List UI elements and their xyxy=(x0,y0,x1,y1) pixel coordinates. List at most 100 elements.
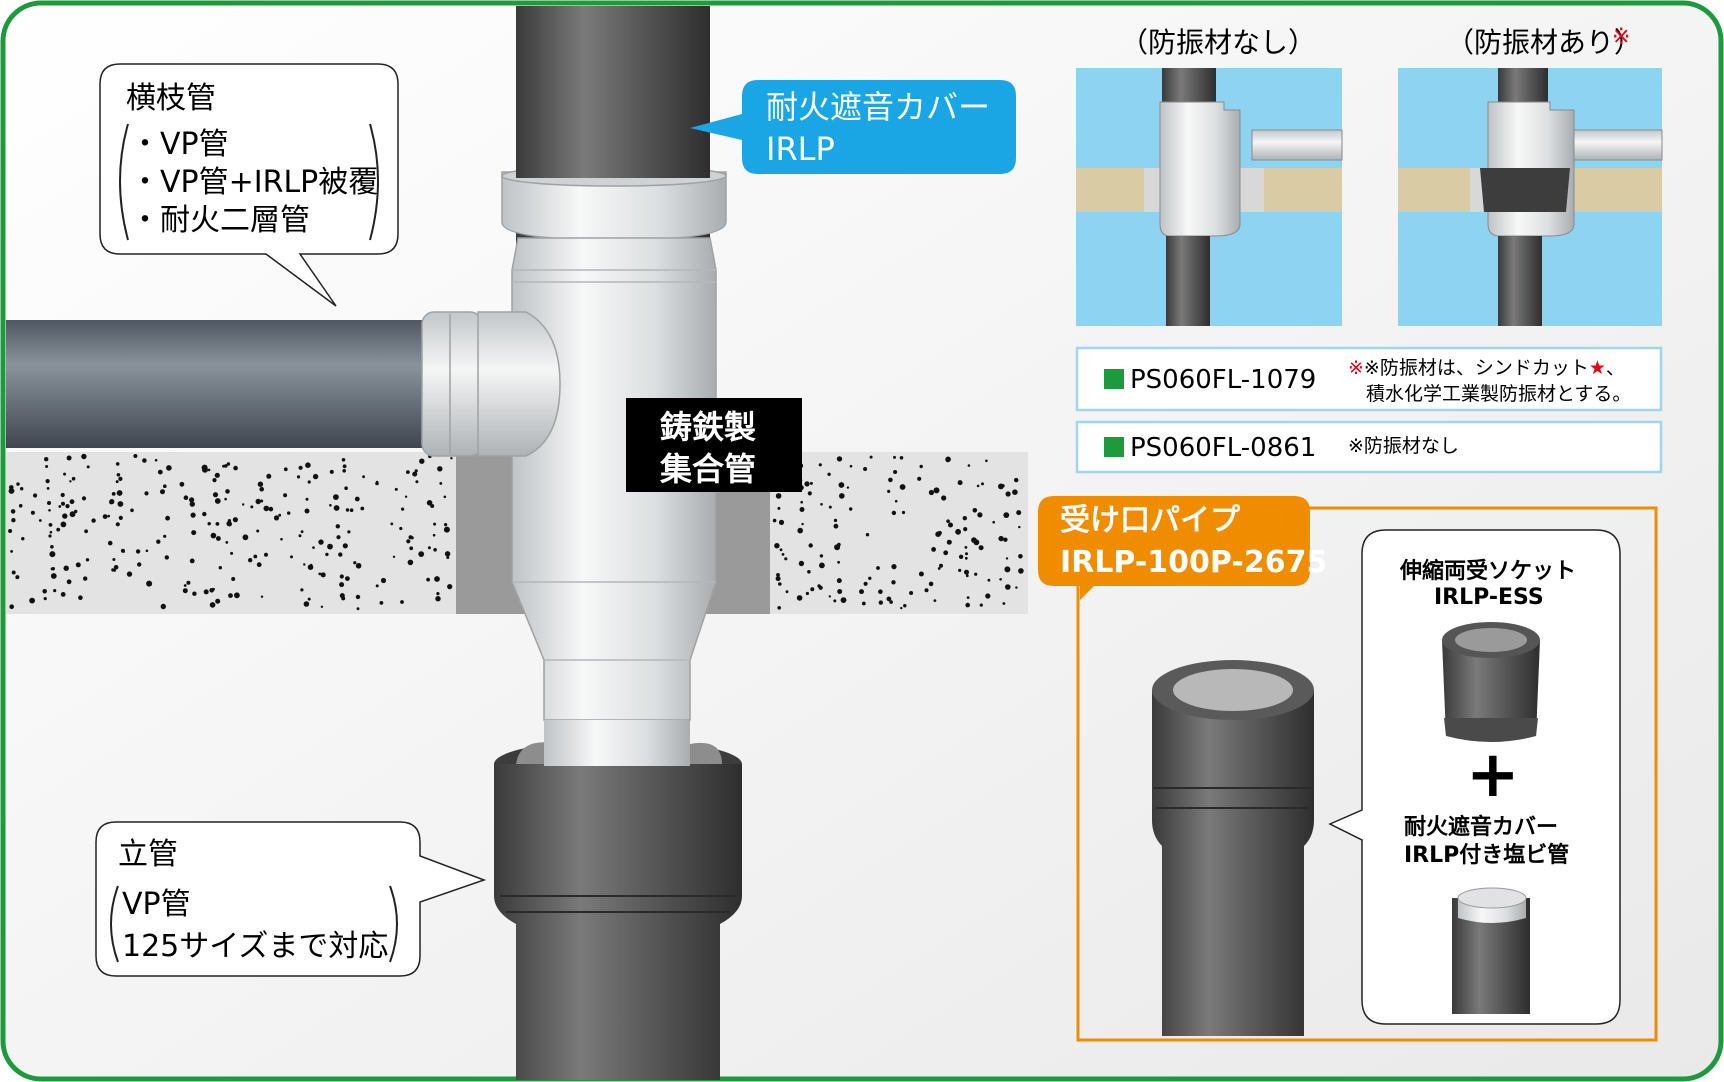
concrete-speckle xyxy=(273,515,280,521)
concrete-speckle xyxy=(122,549,125,553)
fire-cover-line-1: 耐火遮音カバー xyxy=(766,88,990,126)
plus-sign: + xyxy=(1466,738,1520,812)
concrete-speckle xyxy=(48,509,51,512)
concrete-speckle xyxy=(18,504,23,508)
concrete-speckle xyxy=(394,487,398,491)
concrete-speckle xyxy=(392,555,396,558)
concrete-speckle xyxy=(51,567,55,571)
concrete-speckle xyxy=(71,476,76,481)
concrete-speckle xyxy=(48,534,52,538)
concrete-speckle xyxy=(109,500,113,505)
concrete-speckle xyxy=(78,595,83,600)
branch-pipe-item-2: ・VP管+IRLP被覆 xyxy=(130,165,378,200)
concrete-speckle xyxy=(312,473,319,480)
concrete-speckle xyxy=(268,506,274,512)
concrete-speckle xyxy=(307,564,314,570)
concrete-speckle xyxy=(163,534,167,538)
concrete-speckle xyxy=(329,504,332,507)
concrete-speckle xyxy=(145,549,149,553)
concrete-speckle xyxy=(777,606,781,610)
concrete-speckle xyxy=(298,465,303,470)
concrete-speckle xyxy=(157,469,163,475)
concrete-speckle xyxy=(339,582,345,588)
concrete-speckle xyxy=(50,545,54,549)
concrete-speckle xyxy=(339,574,344,579)
concrete-speckle xyxy=(412,471,418,477)
concrete-speckle xyxy=(446,556,450,559)
concrete-speckle xyxy=(439,482,443,485)
socket-pipe-section: 受け口パイプ IRLP-100P-2675 伸縮両受ソケット IRLP-ESS … xyxy=(1038,496,1658,1042)
concrete-speckle xyxy=(189,501,195,507)
concrete-speckle xyxy=(837,560,840,564)
concrete-speckle xyxy=(894,499,898,503)
concrete-speckle xyxy=(144,491,149,496)
concrete-speckle xyxy=(242,503,245,506)
concrete-speckle xyxy=(307,597,311,601)
concrete-speckle xyxy=(339,593,345,599)
concrete-speckle xyxy=(207,468,211,472)
concrete-speckle xyxy=(891,580,896,585)
concrete-speckle xyxy=(820,503,823,506)
concrete-speckle xyxy=(400,600,404,604)
concrete-speckle xyxy=(859,589,864,595)
concrete-speckle xyxy=(964,546,968,549)
with-damper-mark: ※ xyxy=(1612,25,1630,50)
covered-pipe-line-1: 耐火遮音カバー xyxy=(1404,814,1558,840)
fitting-branch-stub xyxy=(477,311,561,457)
product-2-note: ※防振材なし xyxy=(1348,435,1459,457)
concrete-speckle xyxy=(283,493,288,498)
concrete-speckle xyxy=(63,565,69,571)
concrete-speckle xyxy=(264,552,268,557)
concrete-speckle xyxy=(349,508,354,512)
concrete-speckle xyxy=(186,580,191,585)
concrete-speckle xyxy=(772,518,777,523)
concrete-speckle xyxy=(49,551,56,558)
branch-pipe-item-1: ・VP管 xyxy=(130,127,229,162)
concrete-speckle xyxy=(263,505,270,512)
concrete-speckle xyxy=(290,555,293,559)
concrete-speckle xyxy=(946,539,952,545)
concrete-speckle xyxy=(163,484,167,489)
concrete-speckle xyxy=(965,552,968,556)
concrete-speckle xyxy=(965,574,969,578)
concrete-speckle xyxy=(83,576,88,581)
concrete-speckle xyxy=(183,584,187,587)
product-1-code: PS060FL-1079 xyxy=(1130,365,1316,395)
concrete-speckle xyxy=(111,568,115,572)
concrete-speckle xyxy=(305,497,309,501)
concrete-speckle xyxy=(8,529,13,533)
concrete-speckle xyxy=(1014,477,1019,483)
concrete-speckle xyxy=(160,489,165,495)
concrete-speckle xyxy=(29,597,35,604)
concrete-speckle xyxy=(924,588,929,593)
concrete-speckle xyxy=(192,591,197,596)
concrete-speckle xyxy=(300,530,304,534)
concrete-speckle xyxy=(130,508,134,513)
concrete-speckle xyxy=(336,535,341,540)
concrete-speckle xyxy=(785,590,789,594)
concrete-speckle xyxy=(917,476,922,481)
concrete-speckle xyxy=(797,527,803,534)
concrete-speckle xyxy=(320,572,326,578)
concrete-speckle xyxy=(225,541,229,544)
concrete-speckle xyxy=(113,565,119,570)
concrete-speckle xyxy=(863,581,868,586)
concrete-speckle xyxy=(115,462,120,466)
product-box-1: PS060FL-1079 ※※防振材は、シンドカット★、 積水化学工業製防振材と… xyxy=(1075,346,1663,412)
concrete-speckle xyxy=(390,522,394,526)
vibration-damper xyxy=(1480,168,1570,212)
concrete-speckle xyxy=(102,514,108,519)
concrete-speckle xyxy=(808,543,813,548)
concrete-speckle xyxy=(818,463,822,467)
concrete-speckle xyxy=(887,489,891,493)
concrete-speckle xyxy=(58,505,62,508)
concrete-speckle xyxy=(224,497,227,501)
floor-slab-left xyxy=(6,452,456,614)
concrete-speckle xyxy=(66,455,72,461)
concrete-speckle xyxy=(900,606,903,610)
concrete-speckle xyxy=(303,601,310,607)
concrete-speckle xyxy=(11,570,16,575)
concrete-speckle xyxy=(156,539,161,544)
branch-pipe-title: 横枝管 xyxy=(126,81,216,116)
concrete-speckle xyxy=(362,475,365,479)
